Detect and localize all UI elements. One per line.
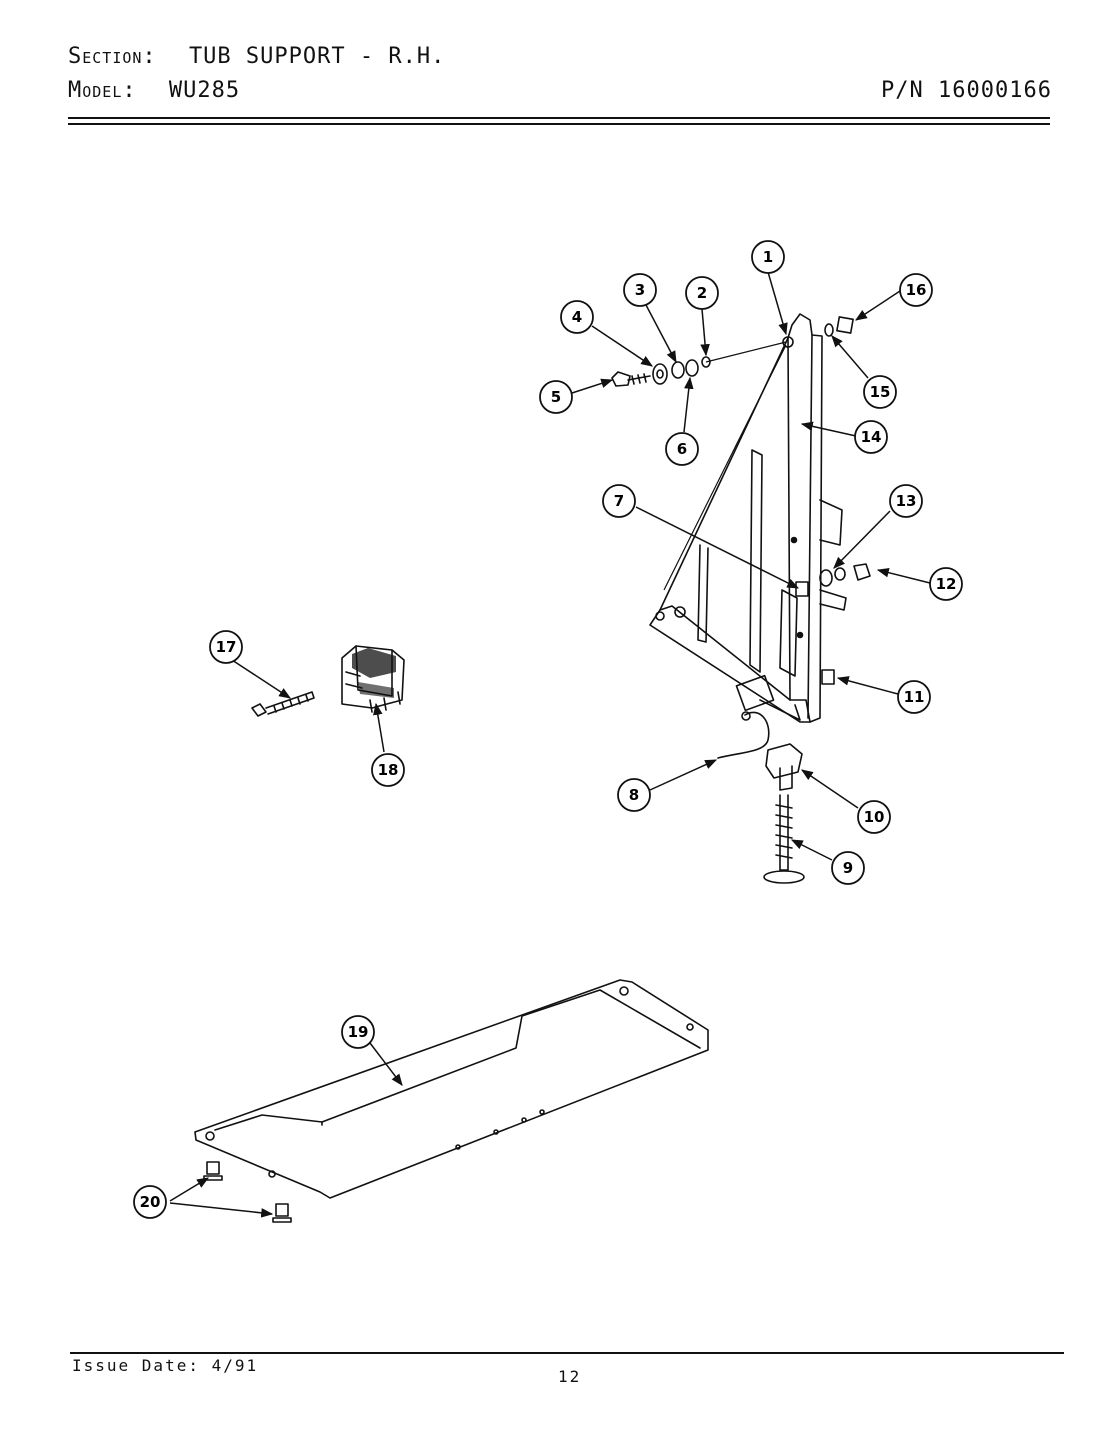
callout-label: 1 — [763, 248, 773, 266]
section-label: Section: — [68, 44, 157, 69]
callout-label: 3 — [635, 281, 645, 299]
callout-circle — [371, 753, 405, 787]
leader-lines — [169, 271, 931, 1218]
callout-circle — [341, 1015, 375, 1049]
screw — [251, 691, 315, 717]
callout-label: 14 — [861, 428, 882, 446]
model-line: Model: WU285 — [68, 78, 240, 103]
callout-circle — [539, 380, 573, 414]
footer-rule — [70, 1352, 1064, 1354]
callout-7: 7 — [602, 484, 636, 518]
wire-rod — [717, 711, 770, 759]
leveling-leg — [763, 794, 805, 884]
callout-circle — [133, 1185, 167, 1219]
part-number: P/N 16000166 — [881, 78, 1052, 103]
callout-label: 20 — [140, 1193, 161, 1211]
callout-12: 12 — [929, 567, 963, 601]
callout-label: 16 — [906, 281, 927, 299]
callout-3: 3 — [623, 273, 657, 307]
callout-label: 6 — [677, 440, 687, 458]
callout-9: 9 — [831, 851, 865, 885]
callout-5: 5 — [539, 380, 573, 414]
callout-circle — [863, 375, 897, 409]
callout-label: 13 — [896, 492, 917, 510]
bumpers — [203, 1161, 292, 1223]
callout-2: 2 — [685, 276, 719, 310]
header-rule-bottom — [68, 123, 1050, 125]
callout-label: 19 — [348, 1023, 369, 1041]
callout-label: 9 — [843, 859, 853, 877]
callout-label: 15 — [870, 383, 891, 401]
callout-circle — [857, 800, 891, 834]
callout-17: 17 — [209, 630, 243, 664]
callout-label: 10 — [864, 808, 885, 826]
callout-circle — [602, 484, 636, 518]
base-plate — [194, 979, 709, 1199]
section-value: TUB SUPPORT - R.H. — [188, 44, 446, 69]
callout-label: 17 — [216, 638, 237, 656]
callout-15: 15 — [863, 375, 897, 409]
callout-label: 11 — [904, 688, 925, 706]
callout-circle — [929, 567, 963, 601]
callout-1: 1 — [751, 240, 785, 274]
nut-and-washer-upper — [824, 316, 854, 337]
side-hardware — [795, 563, 871, 685]
callout-label: 5 — [551, 388, 561, 406]
callout-circle — [560, 300, 594, 334]
callout-14: 14 — [854, 420, 888, 454]
callout-label: 7 — [614, 492, 624, 510]
callout-label: 18 — [378, 761, 399, 779]
callout-18: 18 — [371, 753, 405, 787]
model-value: WU285 — [168, 78, 241, 103]
callout-circle — [899, 273, 933, 307]
callout-4: 4 — [560, 300, 594, 334]
callout-circle — [665, 432, 699, 466]
callout-circle — [685, 276, 719, 310]
callout-20: 20 — [133, 1185, 167, 1219]
callout-label: 2 — [697, 284, 707, 302]
callout-circle — [889, 484, 923, 518]
issue-date: Issue Date: 4/91 — [72, 1356, 259, 1375]
section-line: Section: TUB SUPPORT - R.H. — [68, 44, 445, 69]
callout-19: 19 — [341, 1015, 375, 1049]
callout-circle — [897, 680, 931, 714]
callout-circle — [831, 851, 865, 885]
callout-circle — [854, 420, 888, 454]
foot-bracket — [765, 743, 803, 791]
callout-circle — [617, 778, 651, 812]
callout-16: 16 — [899, 273, 933, 307]
callout-circle — [751, 240, 785, 274]
callout-11: 11 — [897, 680, 931, 714]
callout-circle — [209, 630, 243, 664]
callout-label: 8 — [629, 786, 639, 804]
callout-8: 8 — [617, 778, 651, 812]
callout-6: 6 — [665, 432, 699, 466]
callout-label: 4 — [572, 308, 582, 326]
model-label: Model: — [68, 78, 137, 103]
tub-support-bracket — [649, 313, 847, 723]
header-rule-top — [68, 117, 1050, 119]
callout-10: 10 — [857, 800, 891, 834]
page-number: 12 — [558, 1367, 582, 1386]
callout-circle — [623, 273, 657, 307]
pivot-hardware — [611, 336, 794, 387]
callout-label: 12 — [936, 575, 957, 593]
callout-13: 13 — [889, 484, 923, 518]
